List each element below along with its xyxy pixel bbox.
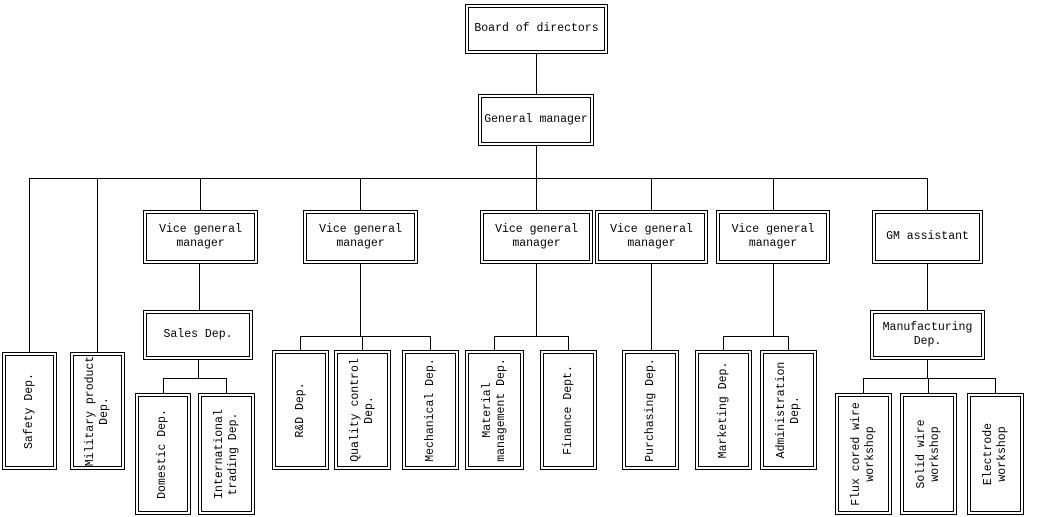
node-marketing-dep: Marketing Dep. xyxy=(695,350,752,470)
node-material-management-dep: Material management Dep. xyxy=(465,350,524,470)
connector-line xyxy=(773,178,774,210)
node-international-trading-dep: International trading Dep. xyxy=(198,393,255,515)
node-label: Manufacturing Dep. xyxy=(882,321,973,348)
connector-line xyxy=(928,378,929,393)
connector-line xyxy=(863,378,996,379)
connector-line xyxy=(651,178,652,210)
node-label: Vice general manager xyxy=(495,223,578,250)
node-vice-general-manager-4: Vice general manager xyxy=(595,210,708,264)
connector-line xyxy=(163,378,227,379)
connector-line xyxy=(536,54,537,94)
connector-line xyxy=(199,264,200,310)
node-label: Vice general manager xyxy=(731,223,815,250)
node-label: Flux cored wire workshop xyxy=(849,402,877,506)
connector-line xyxy=(536,178,537,210)
connector-line xyxy=(226,378,227,393)
connector-line xyxy=(200,178,201,210)
connector-line xyxy=(430,336,431,350)
node-purchasing-dep: Purchasing Dep. xyxy=(622,350,679,470)
connector-line xyxy=(995,378,996,393)
node-label: R&D Dep. xyxy=(293,382,307,438)
node-general-manager: General manager xyxy=(478,94,594,146)
node-flux-cored-wire-workshop: Flux cored wire workshop xyxy=(835,393,892,515)
node-vice-general-manager-1: Vice general manager xyxy=(143,210,258,264)
node-solid-wire-workshop: Solid wire workshop xyxy=(900,393,957,515)
node-board-of-directors: Board of directors xyxy=(465,4,608,54)
connector-line xyxy=(97,178,98,352)
node-label: Administration Dep. xyxy=(774,361,802,459)
connector-line xyxy=(29,178,928,179)
node-label: Quality control Dep. xyxy=(348,358,376,462)
node-label: Vice general manager xyxy=(159,223,242,250)
connector-line xyxy=(163,378,164,393)
node-vice-general-manager-2: Vice general manager xyxy=(303,210,418,264)
node-administration-dep: Administration Dep. xyxy=(760,350,817,470)
node-quality-control-dep: Quality control Dep. xyxy=(334,350,391,470)
connector-line xyxy=(927,178,928,210)
node-label: Military product Dep. xyxy=(83,355,111,467)
node-gm-assistant: GM assistant xyxy=(872,210,983,264)
connector-line xyxy=(198,360,199,378)
connector-line xyxy=(651,264,652,350)
connector-line xyxy=(927,264,928,310)
node-label: Electrode workshop xyxy=(981,422,1009,486)
node-label: Vice general manager xyxy=(319,223,402,250)
node-label: Vice general manager xyxy=(610,223,693,250)
node-vice-general-manager-5: Vice general manager xyxy=(716,210,830,264)
connector-line xyxy=(568,336,569,350)
node-manufacturing-dep: Manufacturing Dep. xyxy=(870,310,985,360)
node-label: Domestic Dep. xyxy=(156,409,169,499)
node-mechanical-dep: Mechanical Dep. xyxy=(402,350,459,470)
node-label: Material management Dep. xyxy=(480,358,508,462)
node-vice-general-manager-3: Vice general manager xyxy=(480,210,593,264)
node-finance-dept: Finance Dept. xyxy=(540,350,597,470)
node-label: International trading Dep. xyxy=(212,409,240,499)
connector-line xyxy=(536,146,537,178)
connector-line xyxy=(773,264,774,336)
connector-line xyxy=(494,336,495,350)
node-electrode-workshop: Electrode workshop xyxy=(967,393,1024,515)
connector-line xyxy=(300,336,301,350)
connector-line xyxy=(723,336,724,350)
connector-line xyxy=(360,178,361,210)
connector-line xyxy=(788,336,789,350)
connector-line xyxy=(300,336,431,337)
connector-line xyxy=(29,178,30,352)
node-label: Sales Dep. xyxy=(163,328,233,341)
node-label: Safety Dep. xyxy=(22,373,36,449)
node-label: GM assistant xyxy=(886,230,969,243)
node-label: Solid wire workshop xyxy=(914,419,942,489)
connector-line xyxy=(536,264,537,336)
connector-line xyxy=(362,336,363,350)
node-label: Marketing Dep. xyxy=(716,361,730,459)
node-label: Finance Dept. xyxy=(561,365,575,455)
node-label: Board of directors xyxy=(474,22,599,35)
connector-line xyxy=(863,378,864,393)
connector-line xyxy=(723,336,789,337)
node-safety-dep: Safety Dep. xyxy=(2,352,57,470)
connector-line xyxy=(494,336,569,337)
connector-line xyxy=(927,360,928,378)
connector-line xyxy=(360,264,361,336)
node-label: General manager xyxy=(484,113,588,126)
node-sales-dep: Sales Dep. xyxy=(143,310,253,360)
node-rd-dep: R&D Dep. xyxy=(272,350,329,470)
node-military-product-dep: Military product Dep. xyxy=(70,352,125,470)
node-label: Purchasing Dep. xyxy=(643,358,657,462)
node-label: Mechanical Dep. xyxy=(423,358,437,462)
node-domestic-dep: Domestic Dep. xyxy=(135,393,191,515)
